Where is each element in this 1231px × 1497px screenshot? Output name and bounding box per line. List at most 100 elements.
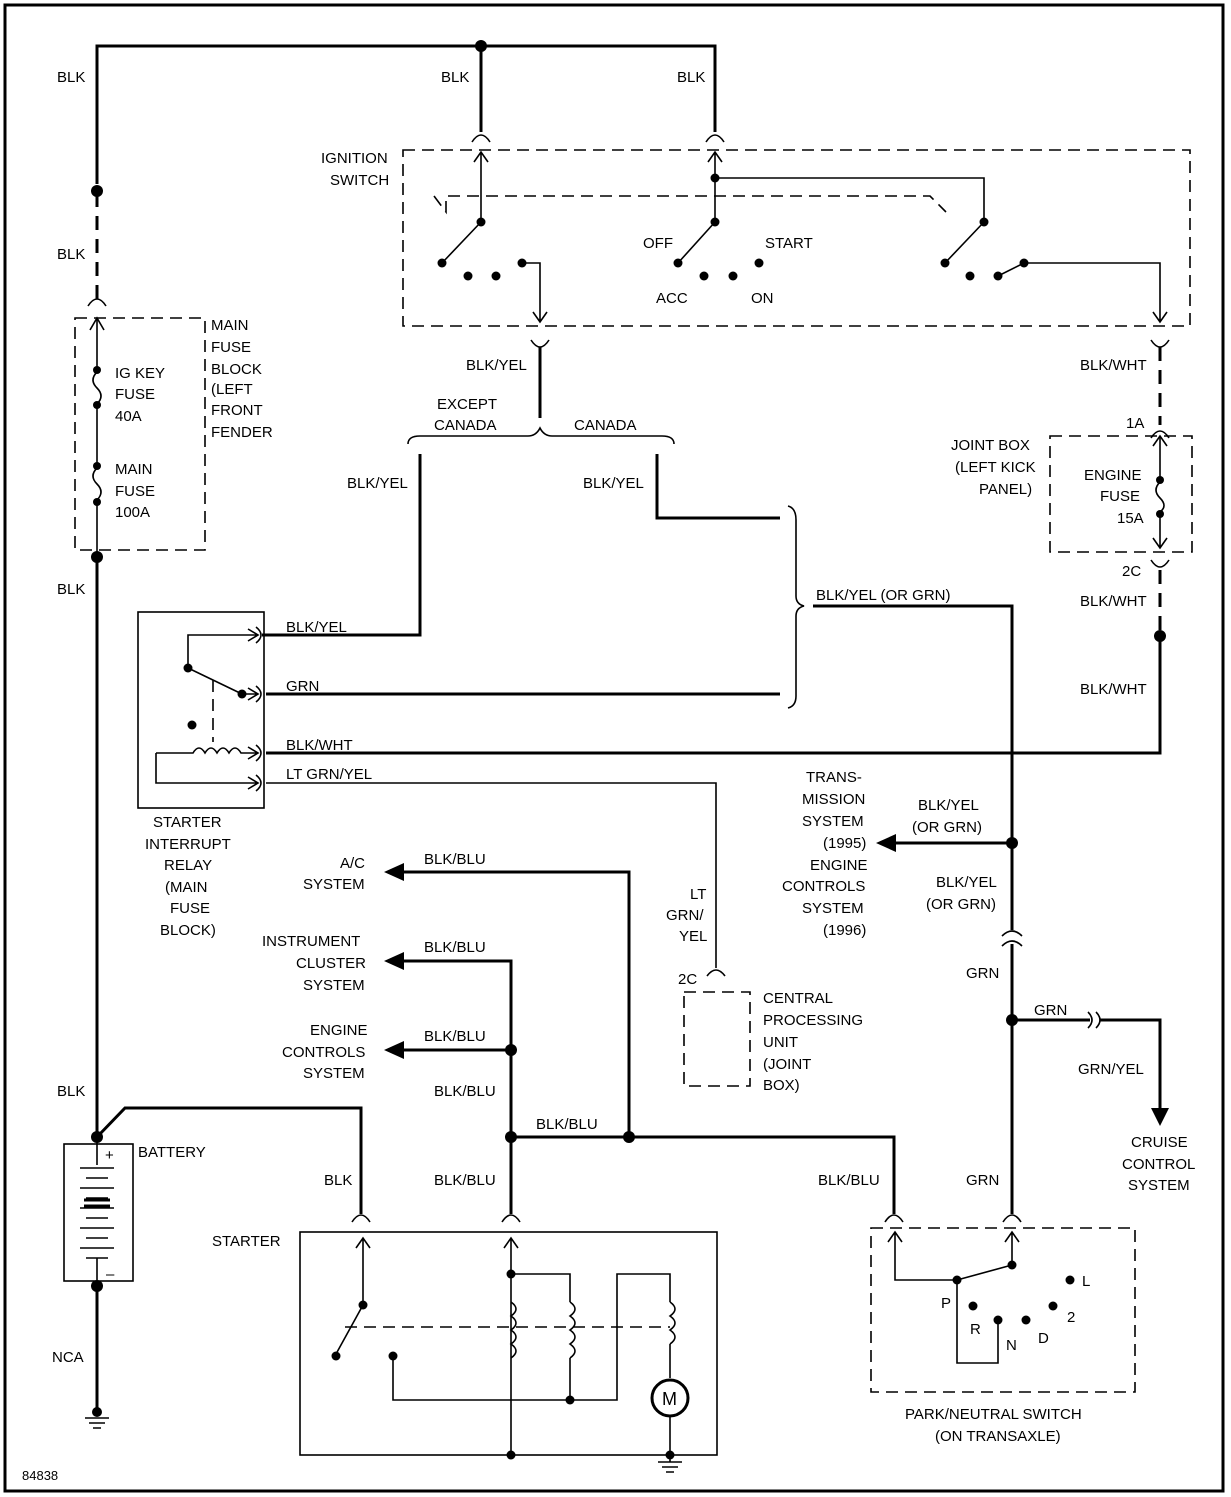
connector-icon: [1150, 559, 1170, 568]
arrow-icon: [887, 1230, 957, 1281]
blk-yel-wire-canada: [655, 454, 780, 520]
fuse-icon: [1155, 481, 1165, 513]
cpu-label: BOX): [763, 1077, 800, 1094]
cruise-control-label: CONTROL: [1122, 1156, 1195, 1173]
pn-switch-label: (ON TRANSAXLE): [935, 1428, 1061, 1445]
arrow-icon: [1024, 262, 1168, 324]
instrument-cluster-label: INSTRUMENT: [262, 933, 360, 950]
canada-label: CANADA: [574, 417, 637, 434]
pn-switch-contact: [956, 1264, 1013, 1281]
wire-label-grn-yel: GRN/YEL: [1078, 1061, 1144, 1078]
fuse-icon: [92, 371, 102, 405]
joint-box-label: (LEFT KICK: [955, 459, 1036, 476]
contact-dot: [1065, 1275, 1075, 1285]
battery-box: [63, 1143, 134, 1282]
contact-dot: [437, 258, 447, 268]
cpu-label: (JOINT: [763, 1056, 811, 1073]
cpu-box: [683, 991, 751, 1087]
relay-label: STARTER: [153, 814, 222, 831]
wire-label-blk: BLK: [441, 69, 469, 86]
contact-dot: [728, 271, 738, 281]
blk-blu-main-wire: [400, 959, 513, 1214]
pn-switch-box: [870, 1227, 1136, 1393]
starter-contact: [335, 1304, 364, 1355]
cpu-label: PROCESSING: [763, 1012, 863, 1029]
arrow-icon: [355, 1236, 371, 1303]
relay-label: INTERRUPT: [145, 836, 231, 853]
splice-dot: [506, 1450, 516, 1460]
relay-label: (MAIN: [165, 879, 208, 896]
main-fuse-block-label: (LEFT: [211, 381, 253, 398]
wire-label-blk-blu: BLK/BLU: [536, 1116, 598, 1133]
transmission-system-label: CONTROLS: [782, 878, 865, 895]
connector-icon: [1002, 1214, 1022, 1223]
joint-box-box: [1049, 435, 1193, 553]
connector-icon: [705, 134, 725, 143]
splice-dot: [1154, 630, 1166, 642]
connector-icon: [255, 685, 262, 703]
contact-dot: [699, 271, 709, 281]
transmission-system-label: ENGINE: [810, 857, 868, 874]
connector-2c-label: 2C: [1122, 563, 1141, 580]
ground-icon: [92, 1407, 102, 1417]
transmission-system-label: (1995): [823, 835, 866, 852]
fuse-terminal: [93, 462, 101, 470]
transmission-system-label: SYSTEM: [802, 813, 864, 830]
wire-label-blk-blu: BLK/BLU: [424, 1028, 486, 1045]
except-canada-label: CANADA: [434, 417, 497, 434]
transmission-system-label: MISSION: [802, 791, 865, 808]
fuse-icon: [92, 467, 102, 501]
contact-dot: [187, 720, 197, 730]
relay-coil-lead: [155, 753, 260, 790]
diagram-frame: [3, 3, 1225, 1493]
connector-icon: [706, 969, 726, 977]
gear-position-d: D: [1038, 1330, 1049, 1347]
splice-dot: [91, 185, 103, 197]
joint-box-label: JOINT BOX: [951, 437, 1030, 454]
joint-box-label: PANEL): [979, 481, 1032, 498]
relay-label: RELAY: [164, 857, 212, 874]
arrow-icon: [1151, 1108, 1169, 1126]
gear-position-2: 2: [1067, 1309, 1075, 1326]
wire-label-blk-blu: BLK/BLU: [424, 939, 486, 956]
pull-in-coil-icon: [568, 1301, 576, 1359]
connector-icon: [87, 298, 107, 307]
ac-system-label: SYSTEM: [303, 876, 365, 893]
contact-dot: [673, 258, 683, 268]
wire-label-blk: BLK: [324, 1172, 352, 1189]
ig-key-fuse-label: IG KEY: [115, 365, 165, 382]
connector-icon: [351, 1214, 371, 1223]
connector-icon: [1150, 339, 1170, 348]
connector-icon: [255, 774, 262, 792]
wire-label-lt-grn-yel: LT GRN/YEL: [286, 766, 372, 783]
switch-contact: [441, 221, 482, 264]
main-fuse-block-label: FENDER: [211, 424, 273, 441]
transmission-system-label: TRANS-: [806, 769, 862, 786]
connector-icon: [1001, 930, 1023, 947]
battery-cells-icon: [84, 1198, 110, 1208]
arrow-icon: [187, 628, 260, 668]
wire-label-grn: GRN: [1034, 1002, 1067, 1019]
connector-icon: [884, 1214, 904, 1223]
figure-id: 84838: [22, 1468, 58, 1483]
gear-position-r: R: [970, 1321, 981, 1338]
ground-icon: [85, 1417, 109, 1429]
wire-label-blk-wht: BLK/WHT: [1080, 593, 1147, 610]
canada-brace: [787, 505, 805, 709]
main-fuse-label: FUSE: [115, 483, 155, 500]
wire-label-lt-grn-yel: GRN/: [666, 907, 704, 924]
gear-position-l: L: [1082, 1273, 1090, 1290]
split-bracket: [407, 426, 675, 445]
position-on: ON: [751, 290, 774, 307]
main-fuse-block-label: FRONT: [211, 402, 263, 419]
arrow-icon: [242, 687, 260, 701]
ground-icon: [658, 1455, 682, 1473]
contact-dot: [968, 1301, 978, 1311]
contact-dot: [1021, 1315, 1031, 1325]
ig-key-fuse-label: FUSE: [115, 386, 155, 403]
contact-dot: [754, 258, 764, 268]
battery-cells-icon: [80, 1167, 114, 1259]
main-fuse-block-label: FUSE: [211, 339, 251, 356]
wire-label-blk-wht: BLK/WHT: [1080, 681, 1147, 698]
